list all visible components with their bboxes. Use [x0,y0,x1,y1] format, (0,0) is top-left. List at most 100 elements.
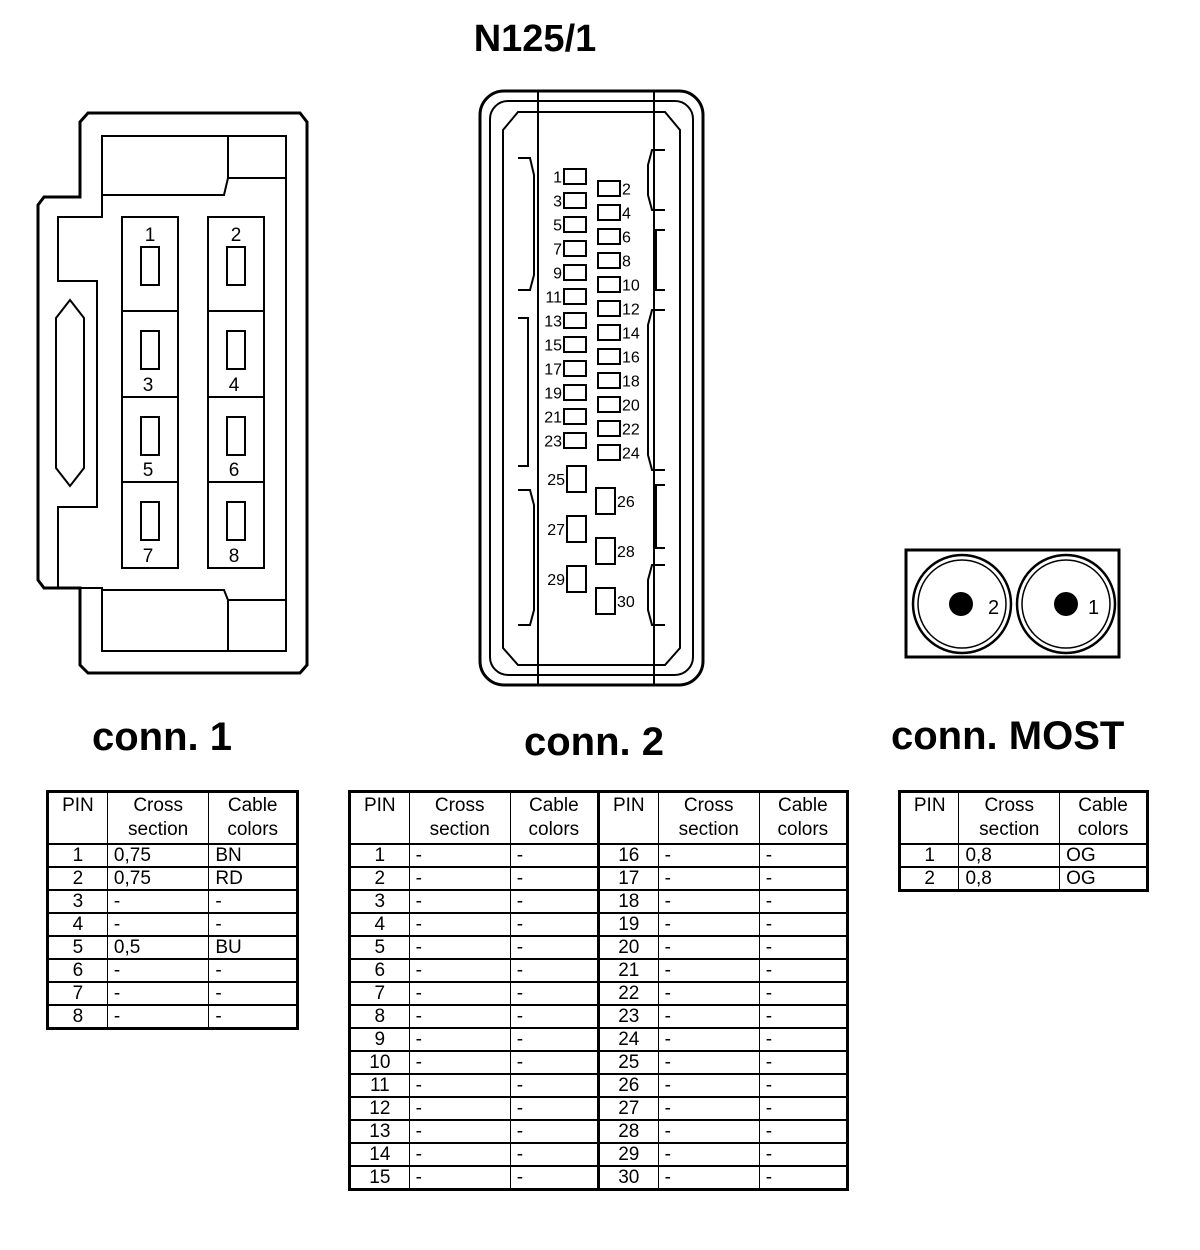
conn2-pin-slot [563,360,587,377]
most-port-right-inner [1021,559,1111,649]
pin-cell: 3 [47,889,108,914]
pin-cell: 8 [47,1004,108,1030]
cable-color-cell: - [758,1004,849,1029]
cross-section-cell: 0,5 [106,935,210,960]
pin-cell: 13 [349,1119,410,1144]
pin-cell: 23 [596,1004,659,1029]
table-row: 1--16-- [349,843,849,868]
conn2-pin-label: 13 [544,314,562,331]
conn2-table-body: 1--16--2--17--3--18--4--19--5--20--6--21… [349,843,849,1191]
conn2-pin-slot [563,288,587,305]
table-row: 14--29-- [349,1142,849,1167]
conn1-pin-label: 3 [143,375,154,396]
cross-section-cell: - [657,1119,760,1144]
cross-section-cell: - [408,1073,511,1098]
cross-section-cell: 0,8 [958,843,1061,868]
conn2-pin-slot [595,537,616,565]
pin-cell: 5 [349,935,410,960]
cross-section-cell: - [408,866,511,891]
conn2-pin-label: 16 [622,350,640,367]
pin-cell: 8 [349,1004,410,1029]
conn2-pin-slot [597,180,621,197]
header-cross-text-1: Cross [434,795,485,816]
pin-cell: 2 [47,866,108,891]
conn2-pin-slot [597,444,621,461]
conn1-inner-wall [57,135,287,652]
cross-section-cell: - [408,912,511,937]
most-port-right-outer [1015,553,1117,655]
conn1-pin-slot [226,501,246,541]
pin-cell: 22 [596,981,659,1006]
header-cable-text-1: Cable [227,795,278,816]
conn2-inner-housing [489,100,694,676]
table-row: 3--18-- [349,889,849,914]
conn2-pin-slot [563,168,587,185]
conn1-bottom-tab [102,589,229,651]
conn2-pin-slot [563,432,587,449]
cable-color-cell: - [208,1004,298,1030]
conn2-pin-slot [595,487,616,515]
most-drawing: 2 1 [904,548,1121,659]
conn2-pin-label: 22 [622,422,640,439]
pin-cell: 12 [349,1096,410,1121]
cable-color-cell: - [758,1142,849,1167]
header-cable-text-1: Cable [529,795,579,816]
table-row: 7--22-- [349,981,849,1006]
cable-color-cell: - [509,1165,599,1191]
conn2-pin-slot [566,465,587,493]
header-pin-text: PIN [612,795,645,816]
cross-section-cell: - [657,843,760,868]
conn2-pin-slot [597,228,621,245]
pin-cell: 4 [47,912,108,937]
cross-section-cell: - [408,843,511,868]
most-pin-label-1: 1 [1088,597,1099,619]
cable-color-cell: - [758,1096,849,1121]
header-cross-text-1: Cross [984,795,1035,816]
pin-cell: 20 [596,935,659,960]
conn2-pin-label: 25 [547,472,565,489]
conn1-pin-label: 5 [143,460,154,481]
cable-color-cell: - [758,1050,849,1075]
conn2-pin-label: 23 [544,434,562,451]
cable-color-cell: - [758,935,849,960]
cross-section-cell: - [408,935,511,960]
cross-section-cell: - [106,981,210,1006]
header-cross-text-1: Cross [133,795,183,816]
table-row: 9--24-- [349,1027,849,1052]
header-pin-text: PIN [363,795,396,816]
cross-section-cell: - [657,1165,760,1191]
conn2-pin-label: 3 [553,194,562,211]
conn2-pin-label: 15 [544,338,562,355]
conn2-pin-slot [597,204,621,221]
cross-section-cell: - [657,1004,760,1029]
pin-cell: 24 [596,1027,659,1052]
table-row: 8--23-- [349,1004,849,1029]
cross-section-cell: - [408,889,511,914]
pin-cell: 9 [349,1027,410,1052]
conn1-pin-slot [140,501,160,541]
conn2-pin-label: 1 [553,170,562,187]
cable-color-cell: - [509,981,599,1006]
cross-section-cell: - [106,889,210,914]
cable-color-cell: - [208,889,298,914]
pin-cell: 10 [349,1050,410,1075]
pin-cell: 1 [47,843,108,868]
table-row: 4-- [47,912,298,937]
table-row: 11--26-- [349,1073,849,1098]
pin-cell: 30 [596,1165,659,1191]
conn2-pin-label: 18 [622,374,640,391]
conn2-pin-label: 4 [622,206,631,223]
conn2-left-key-2 [518,317,529,467]
table-row: 4--19-- [349,912,849,937]
column-header-pin-2: PIN [596,791,659,845]
pin-cell: 11 [349,1073,410,1098]
conn2-right-key-5 [647,564,665,626]
page-title: N125/1 [473,18,597,60]
pin-cell: 19 [596,912,659,937]
header-cross-text-2: section [979,819,1040,840]
header-cable-text-2: colors [528,819,580,840]
